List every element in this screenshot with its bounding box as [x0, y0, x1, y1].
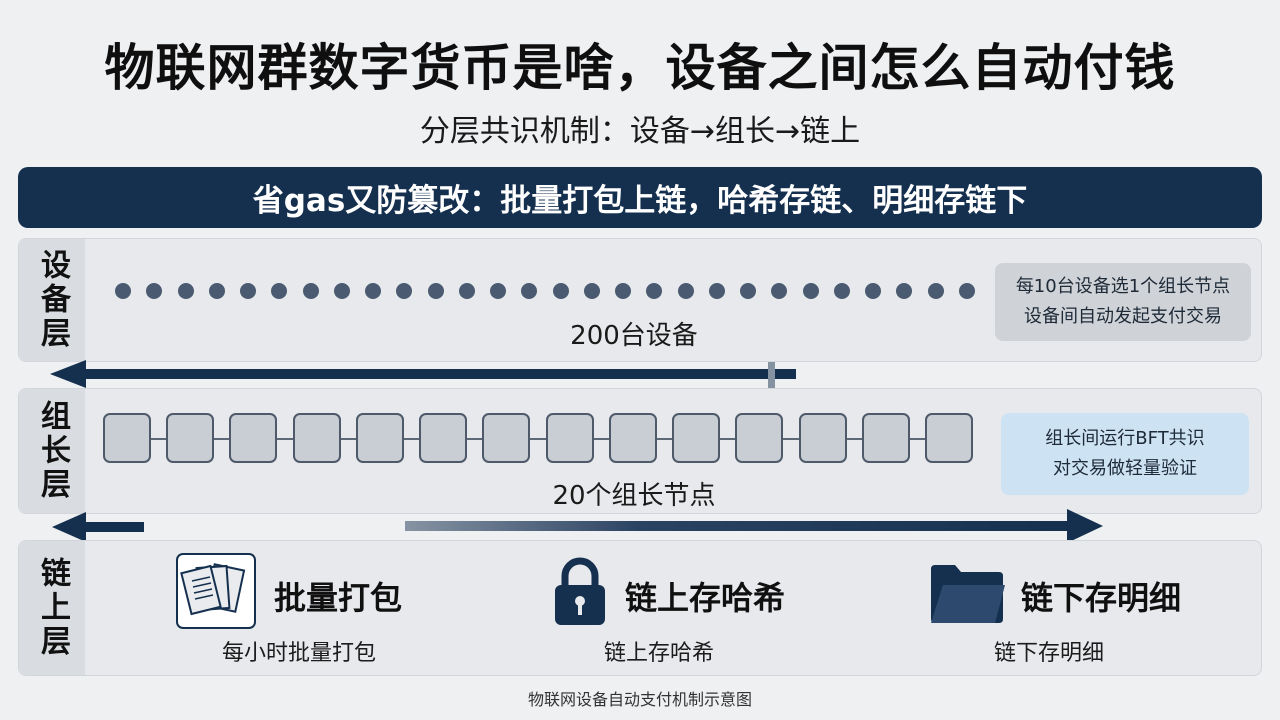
item-title-offchain: 链下存明细 — [1021, 579, 1182, 617]
device-note-line-1: 每10台设备选1个组长节点 — [1015, 276, 1231, 297]
chain-layer-label: 链上层 — [35, 557, 70, 659]
device-dot — [583, 283, 600, 299]
device-dot — [115, 283, 131, 299]
leader-to-chain-right-arrow — [405, 509, 1103, 543]
device-dot — [865, 283, 882, 299]
device-dot — [740, 283, 757, 299]
device-dot — [646, 283, 663, 299]
device-to-leader-arrow — [50, 360, 796, 388]
item-sub-offchain: 链下存明细 — [993, 641, 1104, 666]
leader-node — [672, 413, 721, 463]
leader-count-label: 20个组长节点 — [552, 481, 716, 511]
chain-layer: 链上层 批量打包 每小时批量打包 链上存哈希 链上存哈希 链下存明细 链下存明细 — [18, 540, 1262, 676]
leader-node — [735, 413, 784, 463]
device-dot — [333, 283, 350, 299]
summary-banner: 省gas又防篡改：批量打包上链，哈希存链、明细存链下 — [18, 167, 1262, 228]
leader-note-line-2: 对交易做轻量验证 — [1053, 458, 1197, 479]
device-dot — [365, 283, 382, 299]
node-link-line — [113, 438, 963, 440]
figure-caption: 物联网设备自动支付机制示意图 — [527, 690, 752, 709]
device-dot — [396, 283, 413, 299]
leader-layer-label-box: 组长层 — [19, 389, 85, 513]
device-dot — [177, 283, 194, 299]
device-dot — [271, 283, 288, 299]
item-title-hash: 链上存哈希 — [625, 579, 786, 617]
leader-to-chain-left-arrow — [52, 512, 144, 542]
device-dots — [115, 283, 975, 299]
device-dot — [927, 283, 944, 299]
device-layer-label-box: 设备层 — [19, 239, 85, 361]
device-dot — [302, 283, 319, 299]
leader-node — [608, 413, 657, 463]
folder-icon — [931, 565, 1005, 623]
leader-node — [925, 413, 973, 463]
device-dot — [240, 283, 257, 299]
leader-node — [861, 413, 910, 463]
device-dot — [552, 283, 569, 299]
leader-node — [482, 413, 531, 463]
device-dot — [521, 283, 538, 299]
leader-node — [229, 413, 278, 463]
device-dot — [802, 283, 819, 299]
leader-layer: 组长层 20个组长节点 组长间运行BFT共识 对交易做轻量验证 — [18, 388, 1262, 514]
leader-node — [798, 413, 847, 463]
device-note-line-2: 设备间自动发起支付交易 — [1024, 306, 1222, 327]
chain-layer-label-box: 链上层 — [19, 541, 85, 675]
device-dot — [708, 283, 725, 299]
device-dot — [833, 283, 850, 299]
device-dot — [677, 283, 694, 299]
item-sub-hash: 链上存哈希 — [603, 641, 714, 666]
leader-node — [103, 413, 151, 463]
leader-note-line-1: 组长间运行BFT共识 — [1045, 428, 1205, 449]
device-dot — [146, 283, 163, 299]
device-count-label: 200台设备 — [570, 321, 698, 351]
lock-icon — [555, 557, 605, 625]
item-sub-batch: 每小时批量打包 — [221, 641, 376, 666]
leader-node — [545, 413, 594, 463]
device-dot — [490, 283, 507, 299]
device-dot — [458, 283, 475, 299]
device-dot — [771, 283, 788, 299]
device-note: 每10台设备选1个组长节点 设备间自动发起支付交易 — [995, 263, 1251, 341]
leader-note: 组长间运行BFT共识 对交易做轻量验证 — [1001, 413, 1249, 495]
device-dot — [959, 283, 975, 299]
leader-node — [355, 413, 404, 463]
device-layer-label: 设备层 — [35, 249, 70, 351]
leader-node — [166, 413, 215, 463]
device-dot — [427, 283, 444, 299]
device-layer: 设备层 200台设备 每10台设备选1个组长节点 设备间自动发起支付交易 — [18, 238, 1262, 362]
item-title-batch: 批量打包 — [274, 579, 403, 617]
page-subtitle: 分层共识机制：设备→组长→链上 — [419, 114, 861, 149]
device-dot — [615, 283, 632, 299]
leader-layer-label: 组长层 — [35, 400, 70, 502]
device-dot — [896, 283, 913, 299]
leader-node — [419, 413, 468, 463]
leader-node-chain — [103, 413, 973, 465]
leader-node — [292, 413, 341, 463]
device-dot — [208, 283, 225, 299]
page-title: 物联网群数字货币是啥，设备之间怎么自动付钱 — [104, 39, 1176, 97]
documents-icon — [176, 553, 256, 629]
